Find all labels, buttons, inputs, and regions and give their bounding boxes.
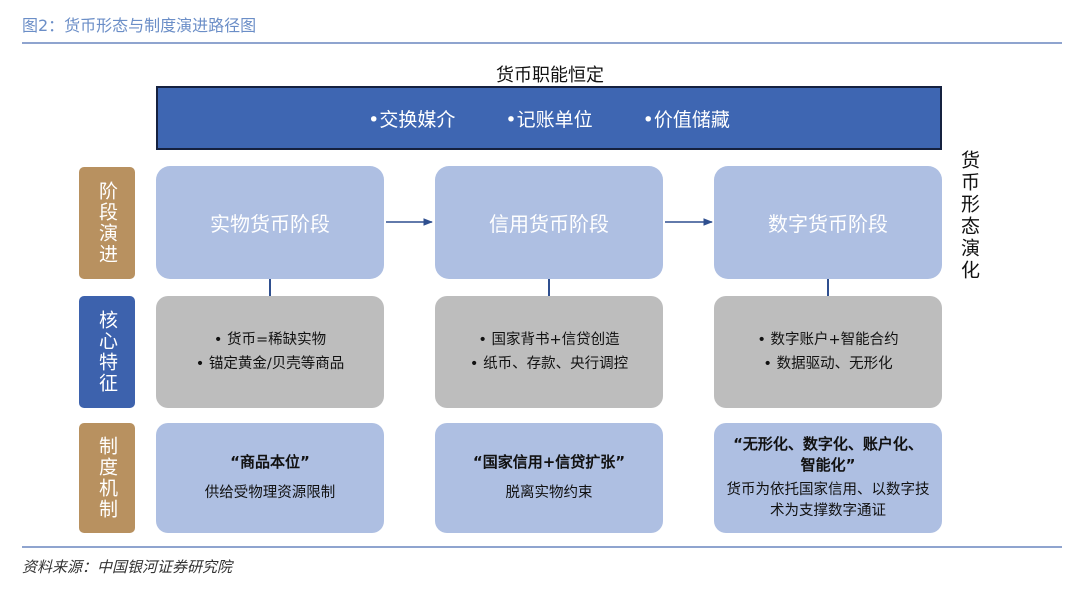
stage-credit-money: 信用货币阶段 [435,166,663,279]
features-digital-money: • 数字账户+智能合约 • 数据驱动、无形化 [714,296,942,408]
institution-head: “商品本位” [230,453,310,471]
stage-label: 数字货币阶段 [768,212,888,236]
constant-function-title: 货币职能恒定 [496,65,604,86]
function-store-of-value: •价值储藏 [642,108,730,131]
institution-head: “国家信用+信贷扩张” [472,453,626,471]
side-label-core-features: 核心特征 [79,296,135,408]
stage-digital-money: 数字货币阶段 [714,166,942,279]
side-label-institution: 制度机制 [79,423,135,533]
function-unit-of-account: •记账单位 [505,108,593,131]
feature-item: • 纸币、存款、央行调控 [469,356,629,372]
connector [548,279,550,296]
institution-credit-money: “国家信用+信贷扩张” 脱离实物约束 [435,423,663,533]
institution-desc: 货币为依托国家信用、以数字技术为支撑数字通证 [726,482,930,519]
top-rule [22,42,1062,44]
stage-physical-money: 实物货币阶段 [156,166,384,279]
institution-desc: 供给受物理资源限制 [204,485,336,501]
source-note: 资料来源：中国银河证券研究院 [22,558,233,576]
institution-head: “无形化、数字化、账户化、智能化” [733,435,923,474]
feature-item: • 数据驱动、无形化 [763,356,893,372]
figure-title: 图2：货币形态与制度演进路径图 [22,16,257,35]
institution-physical-money: “商品本位” 供给受物理资源限制 [156,423,384,533]
features-physical-money: • 货币=稀缺实物 • 锚定黄金/贝壳等商品 [156,296,384,408]
connector [269,279,271,296]
feature-item: • 货币=稀缺实物 [213,332,327,348]
money-form-evolution-label: 货币形态演化 [958,150,980,282]
feature-item: • 国家背书+信贷创造 [478,332,620,348]
function-exchange-medium: •交换媒介 [368,108,456,131]
stage-label: 信用货币阶段 [489,212,609,236]
side-label-stage: 阶段演进 [79,167,135,279]
institution-desc: 脱离实物约束 [505,485,593,501]
feature-item: • 数字账户+智能合约 [757,332,899,348]
features-credit-money: • 国家背书+信贷创造 • 纸币、存款、央行调控 [435,296,663,408]
bottom-rule [22,546,1062,548]
institution-digital-money: “无形化、数字化、账户化、智能化” 货币为依托国家信用、以数字技术为支撑数字通证 [714,423,942,533]
constant-function-box: •交换媒介 •记账单位 •价值储藏 [156,86,942,150]
feature-item: • 锚定黄金/贝壳等商品 [195,356,345,372]
connector [827,279,829,296]
stage-label: 实物货币阶段 [210,212,330,236]
